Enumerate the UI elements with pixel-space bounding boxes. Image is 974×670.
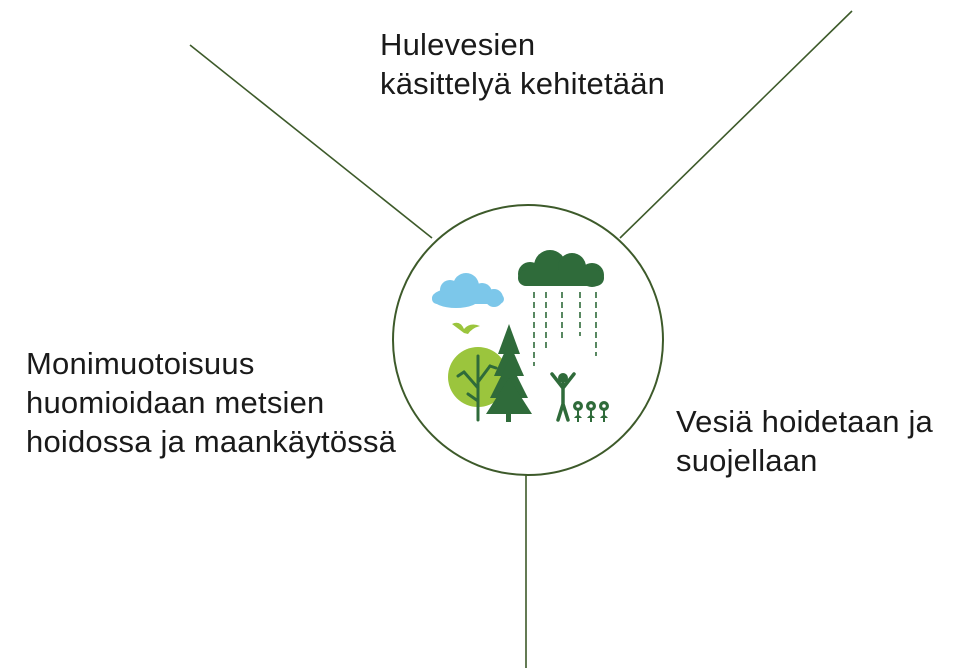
flowers-icon bbox=[573, 401, 609, 422]
label-biodiversity-line-1: Monimuotoisuus bbox=[26, 344, 396, 383]
label-waters-line-1: Vesiä hoidetaan ja bbox=[676, 402, 933, 441]
bird-icon bbox=[452, 323, 480, 334]
label-biodiversity-line-3: hoidossa ja maankäytössä bbox=[26, 422, 396, 461]
label-biodiversity: Monimuotoisuus huomioidaan metsien hoido… bbox=[26, 344, 396, 461]
label-stormwater-line-2: käsittelyä kehitetään bbox=[380, 64, 665, 103]
label-stormwater: Hulevesien käsittelyä kehitetään bbox=[380, 25, 665, 103]
central-hub bbox=[392, 204, 664, 476]
label-waters: Vesiä hoidetaan ja suojellaan bbox=[676, 402, 933, 480]
person-icon bbox=[552, 373, 574, 420]
label-stormwater-line-1: Hulevesien bbox=[380, 25, 665, 64]
label-biodiversity-line-2: huomioidaan metsien bbox=[26, 383, 396, 422]
cloud-icon bbox=[432, 273, 504, 308]
label-waters-line-2: suojellaan bbox=[676, 441, 933, 480]
nature-illustration bbox=[394, 206, 662, 474]
rain-cloud-icon bbox=[518, 250, 604, 366]
